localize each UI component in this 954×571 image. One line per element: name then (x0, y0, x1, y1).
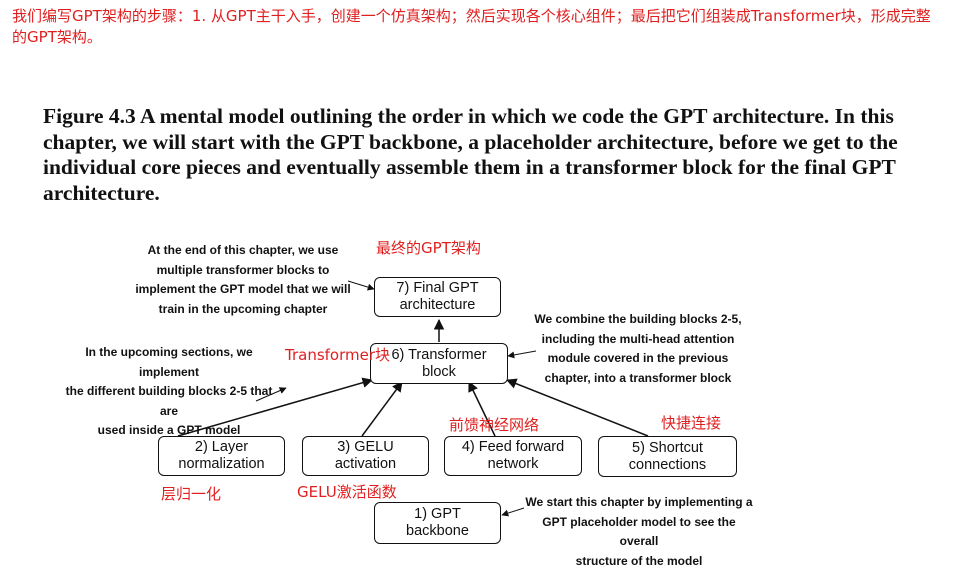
box-final-gpt: 7) Final GPT architecture (374, 277, 501, 317)
box-gpt-backbone: 1) GPT backbone (374, 502, 501, 544)
arrow-shortcut-to-block (506, 378, 649, 437)
arrow-layernorm-to-block (177, 377, 374, 437)
cn-label-feed-forward: 前馈神经网络 (449, 416, 540, 434)
arrow-ffn-to-block (468, 381, 496, 437)
cn-label-gelu: GELU激活函数 (297, 483, 397, 501)
pointer-start (501, 507, 525, 517)
pointer-upcoming (255, 387, 287, 402)
box-feed-forward: 4) Feed forward network (444, 436, 582, 476)
pointer-combine (507, 350, 537, 359)
translator-note: 我们编写GPT架构的步骤：1. 从GPT主干入手，创建一个仿真架构；然后实现各个… (12, 7, 931, 46)
box-shortcut: 5) Shortcut connections (598, 436, 737, 477)
annotation-upcoming-sections: In the upcoming sections, we implement t… (65, 345, 273, 437)
cn-label-layer-norm: 层归一化 (161, 485, 222, 503)
box-transformer-block: 6) Transformer block (370, 343, 508, 384)
cn-label-shortcut: 快捷连接 (661, 414, 722, 432)
pointer-end-chapter (347, 280, 375, 291)
box-gelu: 3) GELU activation (302, 436, 429, 476)
cn-label-transformer: Transformer块 (285, 346, 391, 364)
box-layer-norm: 2) Layer normalization (158, 436, 285, 476)
cn-label-final-gpt: 最终的GPT架构 (376, 239, 481, 257)
arrow-gelu-to-block (361, 381, 403, 437)
annotation-end-of-chapter: At the end of this chapter, we use multi… (135, 243, 351, 316)
annotation-start-chapter: We start this chapter by implementing a … (525, 495, 753, 568)
figure-caption: Figure 4.3 A mental model outlining the … (43, 104, 898, 205)
annotation-combine-blocks: We combine the building blocks 2-5, incl… (534, 312, 742, 385)
